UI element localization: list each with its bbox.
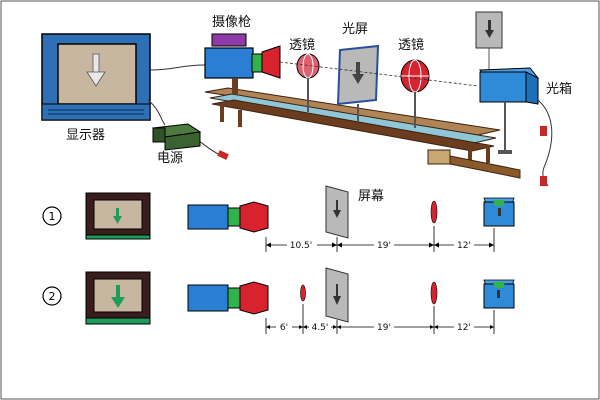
setup-index-badge <box>42 206 62 226</box>
light-screen <box>336 44 380 122</box>
plug-icon <box>540 126 547 136</box>
setup-row-2: 2 <box>42 267 515 334</box>
lightbox-small <box>483 197 515 227</box>
dimension-label: 6' <box>280 323 288 333</box>
lens-small <box>430 281 438 305</box>
dimension-label: 10.5' <box>290 241 313 251</box>
optical-bench <box>204 87 521 179</box>
label-monitor: 显示器 <box>66 128 105 143</box>
setup-index-badge <box>42 286 62 306</box>
dimension-label: 4.5' <box>312 323 329 333</box>
dimension-label: 19' <box>377 323 391 333</box>
arrow-down-icon <box>86 53 106 87</box>
monitor-small <box>85 192 151 240</box>
lens-small <box>300 284 306 302</box>
cable-monitor-power <box>147 99 166 126</box>
screen-small <box>325 185 349 239</box>
cable-lightbox <box>537 99 553 187</box>
setup-row-1: 1 <box>42 185 515 252</box>
plug-icon <box>540 176 547 186</box>
screen-small <box>325 267 349 323</box>
dimension-label: 12' <box>457 241 471 251</box>
lens-1 <box>296 53 320 112</box>
dimension-label: 19' <box>377 241 391 251</box>
arrow-down-icon <box>352 62 364 84</box>
lens-small <box>430 200 438 224</box>
setup-index-2: 2 <box>49 290 56 303</box>
cable-monitor-camera <box>149 64 206 71</box>
camera-small <box>187 201 269 233</box>
power-supply <box>151 123 202 151</box>
optical-axis <box>279 61 479 87</box>
label-power: 电源 <box>157 151 183 166</box>
dimension-lines <box>265 304 495 334</box>
label-screen: 光屏 <box>342 22 368 37</box>
lightbox-small <box>483 279 515 309</box>
dimension-label: 12' <box>457 323 471 333</box>
label-lightbox: 光箱 <box>546 81 572 97</box>
video-camera <box>204 33 281 94</box>
plug-icon <box>217 150 229 160</box>
monitor-small <box>85 271 151 325</box>
light-box <box>478 67 540 154</box>
lens-2 <box>400 59 430 128</box>
label-camera: 摄像枪 <box>212 14 251 30</box>
label-screen-2: 屏幕 <box>358 189 384 204</box>
label-lens-1: 透镜 <box>289 38 315 53</box>
camera-small <box>187 281 269 315</box>
monitor <box>41 33 151 121</box>
object-card <box>475 11 503 70</box>
setup-index-1: 1 <box>49 210 56 223</box>
dimension-lines <box>265 226 495 252</box>
label-lens-2: 透镜 <box>398 38 424 53</box>
